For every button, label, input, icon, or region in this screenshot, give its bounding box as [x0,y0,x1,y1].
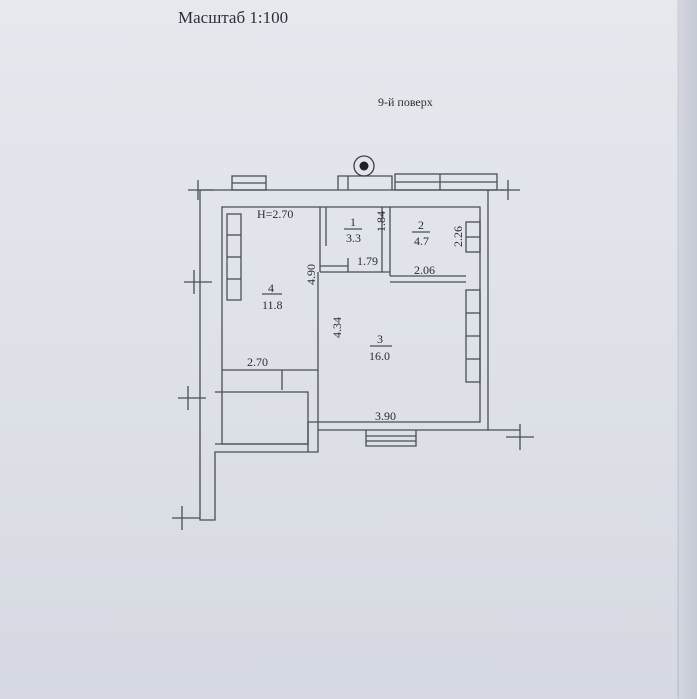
wall-room1-right [381,207,391,276]
room-2-area: 4.7 [414,234,429,248]
dim-room1-width: 1.79 [357,254,378,268]
vent-shaft [337,175,393,190]
room-4-area: 11.8 [262,298,283,312]
dim-room1-height: 1.84 [374,211,388,232]
floor-label: 9-й поверх [378,95,433,109]
dim-room4-height: 4.90 [304,264,318,285]
outer-wall-right [488,189,520,431]
dim-room2-width: 2.06 [414,263,435,277]
room-1-number: 1 [350,215,356,229]
dim-room2-height: 2.26 [451,226,465,247]
scale-label: Масштаб 1:100 [178,8,289,27]
paper-edge [679,0,697,699]
vent-icon [353,155,375,177]
room-4-number: 4 [268,281,274,295]
outer-wall-outer [199,189,489,521]
room-3-area: 16.0 [369,349,390,363]
wall-room1-left [319,207,327,272]
balcony [215,391,309,452]
entrance-door [365,430,417,447]
dim-room3-height: 4.34 [330,317,344,338]
room-1-area: 3.3 [346,231,361,245]
room-2-number: 2 [418,218,424,232]
room-3-number: 3 [377,332,383,346]
ceiling-height: H=2.70 [257,207,293,221]
wall-room3-top [320,265,390,273]
wall-room2-bottom [390,275,466,283]
dim-room3-width: 3.90 [375,409,396,423]
dim-room4-width: 2.70 [247,355,268,369]
